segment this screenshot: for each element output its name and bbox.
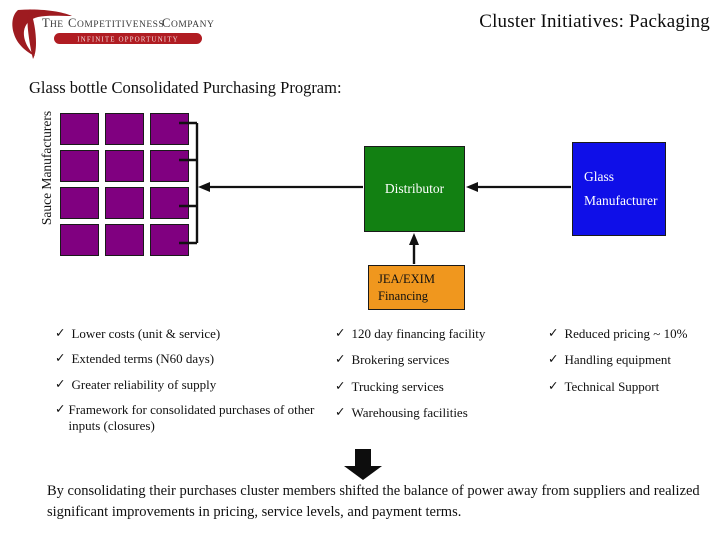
logo-word-ompetitiveness: OMPETITIVENESS	[77, 20, 164, 30]
company-logo: T HE C OMPETITIVENESS C OMPANY INFINITE …	[8, 6, 236, 60]
benefit-item: ✓ Technical Support	[548, 379, 723, 395]
check-icon: ✓	[55, 351, 66, 366]
logo-tagline: INFINITE OPPORTUNITY	[77, 36, 179, 44]
benefit-item: ✓ 120 day financing facility	[335, 326, 540, 342]
benefit-text: Framework for consolidated purchases of …	[68, 401, 315, 433]
swoosh-stroke-icon	[27, 9, 36, 59]
benefit-column-distributor-services: ✓ 120 day financing facility ✓ Brokering…	[335, 326, 540, 431]
logo-word-c1: C	[68, 16, 77, 30]
logo-banner	[54, 33, 202, 44]
check-icon: ✓	[55, 401, 66, 416]
arrow-distributor-to-manufacturers	[198, 182, 363, 192]
benefit-item: ✓ Lower costs (unit & service)	[55, 326, 320, 342]
check-icon: ✓	[548, 326, 559, 340]
benefit-column-supplier-benefits: ✓ Reduced pricing ~ 10% ✓ Handling equip…	[548, 326, 723, 405]
benefit-item: ✓ Trucking services	[335, 379, 540, 395]
manufacturer-box	[105, 113, 144, 145]
benefit-item: ✓ Extended terms (N60 days)	[55, 351, 320, 367]
grouping-bracket	[179, 121, 199, 245]
swoosh-icon	[12, 9, 73, 57]
arrow-glass-to-distributor	[466, 182, 571, 192]
benefit-text: Brokering services	[351, 352, 450, 368]
logo-word-the: T	[42, 16, 50, 30]
benefit-text: Greater reliability of supply	[71, 376, 217, 392]
benefit-text: Lower costs (unit & service)	[71, 326, 221, 341]
logo-word-c2: C	[162, 16, 171, 30]
slide-title: Cluster Initiatives: Packaging	[479, 11, 710, 32]
benefit-item: ✓ Greater reliability of supply	[55, 377, 320, 393]
manufacturer-box	[105, 187, 144, 219]
manufacturer-box	[60, 224, 99, 256]
benefit-text: Trucking services	[351, 378, 444, 394]
logo-word-he: HE	[50, 20, 63, 30]
benefit-text: Reduced pricing ~ 10%	[564, 326, 688, 341]
manufacturer-grid	[60, 113, 189, 256]
check-icon: ✓	[335, 378, 346, 393]
manufacturer-box	[150, 224, 189, 256]
manufacturer-box	[105, 150, 144, 182]
node-distributor-label: Distributor	[384, 181, 445, 196]
check-icon: ✓	[335, 404, 346, 419]
manufacturer-box	[105, 224, 144, 256]
node-distributor[interactable]: Distributor	[364, 146, 465, 232]
node-glass-manufacturer-label-line2: Manufacturer	[584, 193, 658, 208]
benefits-columns: ✓ Lower costs (unit & service) ✓ Extende…	[0, 326, 728, 441]
manufacturer-box	[60, 187, 99, 219]
manufacturer-box	[150, 150, 189, 182]
manufacturer-box	[60, 150, 99, 182]
node-financing-label-line2: Financing	[378, 288, 428, 303]
axis-label-sauce-manufacturers: Sauce Manufacturers	[39, 110, 54, 226]
manufacturer-box	[150, 187, 189, 219]
benefit-text: Handling equipment	[564, 352, 671, 368]
benefit-text: Technical Support	[564, 378, 660, 394]
benefit-item: ✓ Framework for consolidated purchases o…	[55, 402, 320, 435]
check-icon: ✓	[55, 376, 66, 391]
node-glass-manufacturer[interactable]: Glass Manufacturer	[572, 142, 666, 236]
check-icon: ✓	[335, 352, 346, 367]
node-financing-label-line1: JEA/EXIM	[378, 271, 435, 286]
logo-word-ompany: OMPANY	[171, 20, 214, 30]
down-arrow-icon	[344, 449, 382, 480]
benefit-text: Extended terms (N60 days)	[71, 351, 215, 367]
check-icon: ✓	[335, 326, 346, 340]
benefit-text: Warehousing facilities	[351, 404, 468, 420]
node-jea-exim-financing[interactable]: JEA/EXIM Financing	[368, 265, 465, 310]
benefit-item: ✓ Brokering services	[335, 352, 540, 368]
logo-graphic: T HE C OMPETITIVENESS C OMPANY INFINITE …	[12, 9, 214, 59]
benefit-item: ✓ Handling equipment	[548, 352, 723, 368]
benefit-item: ✓ Reduced pricing ~ 10%	[548, 326, 723, 342]
check-icon: ✓	[55, 326, 66, 340]
section-heading: Glass bottle Consolidated Purchasing Pro…	[29, 78, 342, 97]
check-icon: ✓	[548, 352, 559, 367]
manufacturer-box	[60, 113, 99, 145]
node-glass-manufacturer-label-line1: Glass	[584, 169, 614, 185]
manufacturer-box	[150, 113, 189, 145]
benefit-text: 120 day financing facility	[351, 326, 486, 341]
check-icon: ✓	[548, 378, 559, 393]
arrow-financing-to-distributor	[409, 233, 419, 264]
conclusion-text: By consolidating their purchases cluster…	[47, 483, 700, 521]
benefit-item: ✓ Warehousing facilities	[335, 405, 540, 421]
benefit-column-manufacturer-benefits: ✓ Lower costs (unit & service) ✓ Extende…	[55, 326, 320, 443]
supply-chain-diagram: Sauce Manufacturers	[39, 110, 666, 310]
